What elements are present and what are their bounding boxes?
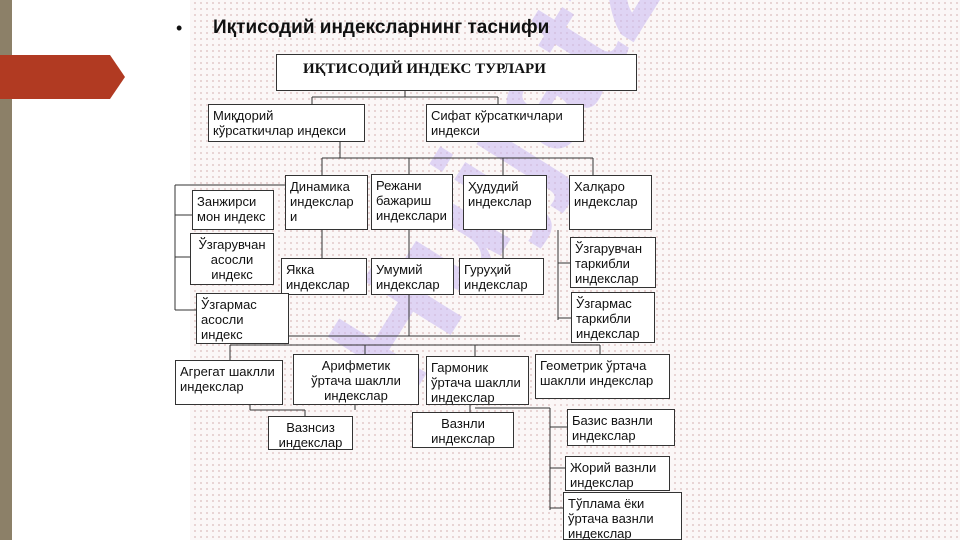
box-base-weighted-indices: Базис вазнли индекслар	[567, 409, 675, 446]
box-variable-base-index: Ўзгарувчан асосли индекс	[190, 233, 274, 285]
box-chain-index: Занжирси мон индекс	[192, 190, 274, 230]
box-general-indices: Умумий индекслар	[371, 258, 454, 295]
box-regional-indices: Ҳудудий индекслар	[463, 175, 547, 230]
box-constant-base-index: Ўзгармас асосли индекс	[196, 293, 289, 344]
box-harmonic-mean-indices: Гармоник ўртача шаклли индекслар	[426, 356, 529, 405]
box-quality-indices: Сифат кўрсаткичлари индекси	[426, 104, 584, 142]
red-arrow-decoration	[0, 55, 125, 99]
box-cumulative-weighted-indices: Тўплама ёки ўртача вазнли индекслар	[563, 492, 682, 540]
box-weighted-indices: Вазнли индекслар	[412, 412, 514, 448]
box-arithmetic-mean-indices: Арифметик ўртача шаклли индекслар	[293, 354, 419, 405]
box-unweighted-indices: Вазнсиз индекслар	[268, 416, 353, 450]
box-single-indices: Якка индекслар	[281, 258, 367, 295]
box-geometric-mean-indices: Геометрик ўртача шаклли индекслар	[535, 354, 670, 399]
title-bullet: •	[176, 18, 183, 38]
box-index-types: ИҚТИСОДИЙ ИНДЕКС ТУРЛАРИ	[276, 54, 637, 91]
box-aggregate-indices: Агрегат шаклли индекслар	[175, 360, 283, 405]
box-dynamic-indices: Динамика индекслар и	[285, 175, 368, 230]
box-constant-composition-indices: Ўзгармас таркибли индекслар	[571, 292, 655, 343]
box-quantity-indices: Миқдорий кўрсаткичлар индекси	[208, 104, 365, 142]
box-group-indices: Гуруҳий индекслар	[459, 258, 544, 295]
left-decor-bar	[0, 0, 12, 540]
box-international-indices: Халқаро индекслар	[569, 175, 652, 230]
box-current-weighted-indices: Жорий вазнли индекслар	[565, 456, 670, 491]
slide-title: Иқтисодий индексларнинг таснифи	[213, 17, 550, 38]
box-plan-fulfillment-indices: Режани бажариш индекслари	[371, 174, 453, 230]
box-variable-composition-indices: Ўзгарувчан таркибли индекслар	[570, 237, 656, 288]
